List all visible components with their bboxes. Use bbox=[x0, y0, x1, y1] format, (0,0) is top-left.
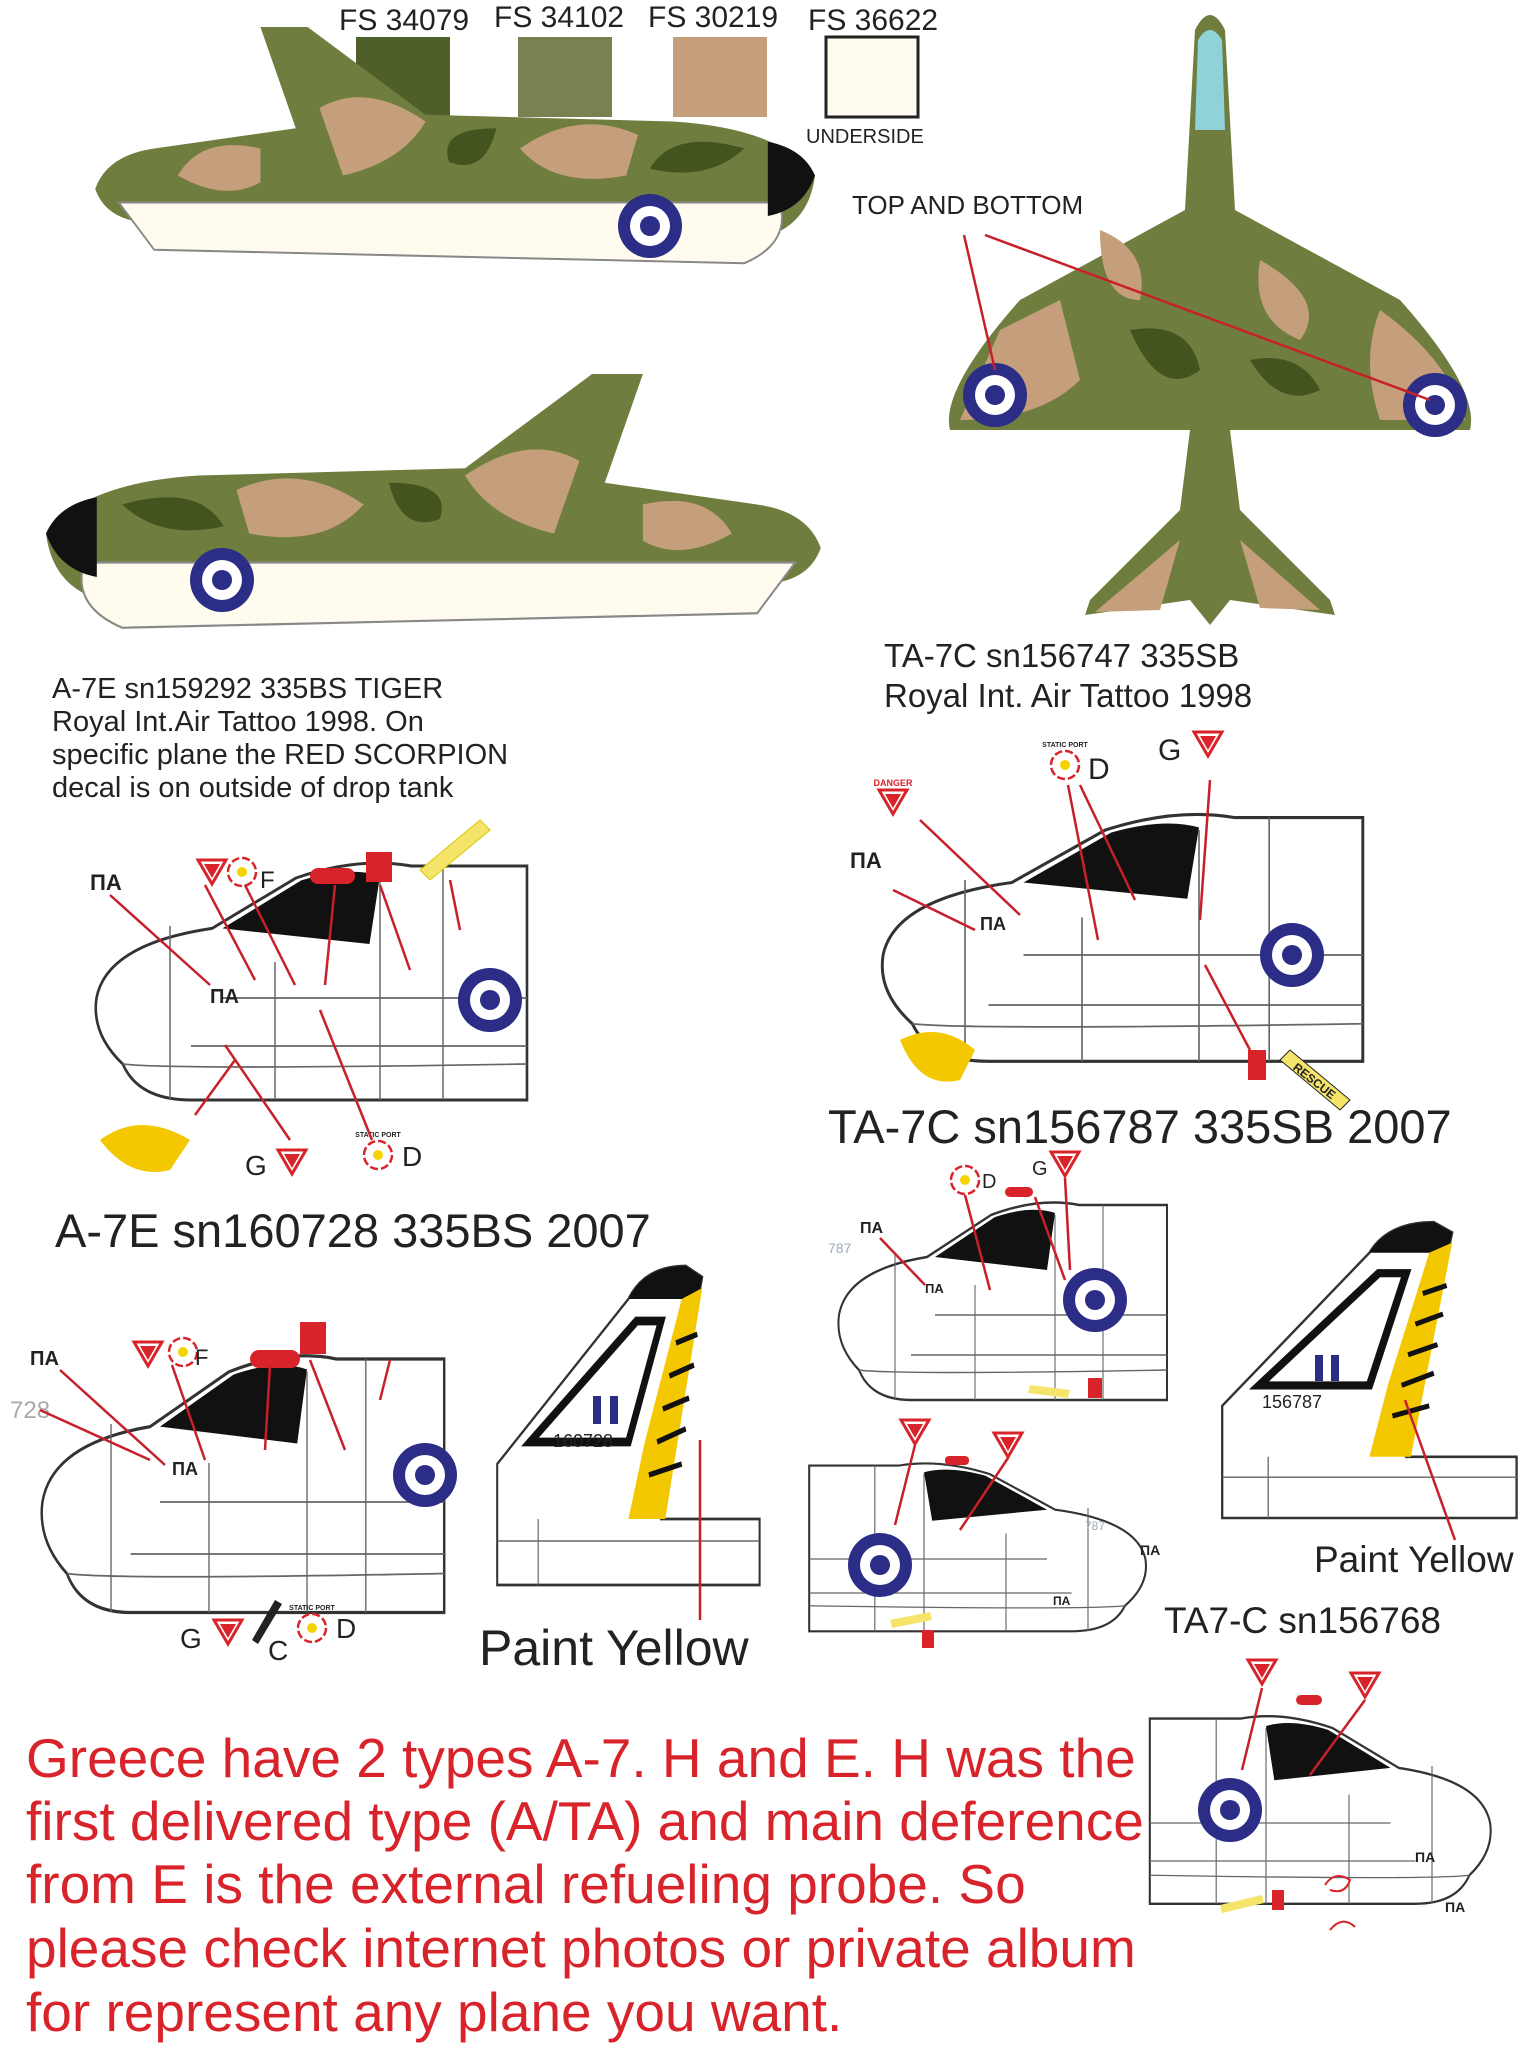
a7e-1998-caption: A-7E sn159292 335BS TIGER Royal Int.Air … bbox=[52, 673, 508, 804]
swatch-fs34102 bbox=[518, 37, 612, 117]
ta7c-2007-tail bbox=[1222, 1222, 1516, 1518]
svg-text:ΠΑ: ΠΑ bbox=[90, 870, 122, 895]
svg-text:D: D bbox=[982, 1171, 996, 1193]
roundel-icon bbox=[1403, 373, 1467, 437]
svg-text:D: D bbox=[336, 1613, 356, 1644]
svg-text:decal is on outside of drop ta: decal is on outside of drop tank bbox=[52, 772, 454, 804]
danger-label: DANGER bbox=[873, 778, 913, 788]
svg-text:ΠΑ: ΠΑ bbox=[860, 1220, 884, 1237]
static-port-label: STATIC PORT bbox=[355, 1132, 401, 1139]
roundel-icon bbox=[190, 548, 254, 612]
swatch-label: FS 30219 bbox=[648, 1, 778, 34]
svg-text:ΠΑ: ΠΑ bbox=[850, 848, 882, 873]
svg-text:787: 787 bbox=[1085, 1519, 1105, 1533]
svg-text:G: G bbox=[245, 1150, 267, 1181]
svg-text:ΠΑ: ΠΑ bbox=[172, 1459, 198, 1479]
roundel-icon bbox=[393, 1443, 457, 1507]
roundel-icon bbox=[458, 968, 522, 1032]
a7e-2007-tail bbox=[497, 1266, 759, 1585]
svg-text:Greece have 2 types A-7. H and: Greece have 2 types A-7. H and E. H was … bbox=[26, 1727, 1136, 1789]
top-view-caption: TOP AND BOTTOM bbox=[852, 190, 1083, 220]
svg-text:F: F bbox=[195, 1345, 208, 1370]
svg-text:ΠΑ: ΠΑ bbox=[1053, 1594, 1071, 1608]
svg-text:G: G bbox=[1032, 1158, 1048, 1180]
svg-text:RESCUE: RESCUE bbox=[1290, 1060, 1338, 1102]
tail-number: 156787 bbox=[1262, 1392, 1322, 1412]
svg-text:ΠΑ: ΠΑ bbox=[980, 914, 1006, 934]
a7e-2007-title: A-7E sn160728 335BS 2007 bbox=[55, 1204, 651, 1257]
static-port-label: STATIC PORT bbox=[289, 1605, 335, 1612]
svg-text:ΠΑ: ΠΑ bbox=[1445, 1899, 1465, 1915]
roundel-icon bbox=[1198, 1778, 1262, 1842]
svg-text:F: F bbox=[260, 867, 275, 894]
paint-yellow-note: Paint Yellow bbox=[479, 1620, 750, 1676]
svg-text:D: D bbox=[1088, 753, 1110, 786]
ta7c-2007-nose-right-side: 787 ΠΑ ΠΑ bbox=[808, 1418, 1160, 1648]
roundel-icon bbox=[848, 1533, 912, 1597]
a7e-1998-nose-detail: ΠΑ ΠΑ F G STATIC PORT D bbox=[90, 819, 529, 1181]
svg-text:787: 787 bbox=[828, 1240, 852, 1256]
svg-text:ΠΑ: ΠΑ bbox=[1415, 1849, 1435, 1865]
tail-number: 160728 bbox=[553, 1431, 613, 1451]
svg-text:ΠΑ: ΠΑ bbox=[1140, 1542, 1160, 1558]
ta7c-156768-nose-detail: ΠΑ ΠΑ bbox=[1148, 1658, 1492, 1931]
roundel-icon bbox=[963, 363, 1027, 427]
paint-yellow-note: Paint Yellow bbox=[1314, 1539, 1514, 1580]
svg-text:Royal Int.Air Tattoo 1998. On: Royal Int.Air Tattoo 1998. On bbox=[52, 706, 424, 738]
svg-text:ΠΑ: ΠΑ bbox=[210, 986, 239, 1008]
svg-text:ΠΑ: ΠΑ bbox=[925, 1281, 944, 1296]
color-swatches: FS 34079 FS 34102 FS 30219 FS 36622 UNDE… bbox=[339, 1, 938, 148]
svg-text:first delivered type (A/TA) an: first delivered type (A/TA) and main def… bbox=[26, 1790, 1144, 1852]
svg-text:C: C bbox=[268, 1635, 288, 1666]
svg-text:specific plane the RED SCORPIO: specific plane the RED SCORPION bbox=[52, 739, 508, 771]
ta7c-2007-nose-detail: 787 ΠΑ ΠΑ D G bbox=[828, 1150, 1169, 1402]
swatch-label: FS 34079 bbox=[339, 4, 469, 37]
swatch-label: FS 36622 bbox=[808, 4, 938, 37]
static-port-label: STATIC PORT bbox=[1042, 742, 1088, 749]
ta7c-156768-title: TA7-C sn156768 bbox=[1164, 1600, 1441, 1641]
svg-text:for represent any plane you wa: for represent any plane you want. bbox=[26, 1981, 842, 2043]
svg-text:G: G bbox=[1158, 734, 1181, 767]
svg-text:from E is the external refueli: from E is the external refueling probe. … bbox=[26, 1853, 1026, 1915]
swatch-label: FS 34102 bbox=[494, 1, 624, 34]
ta7c-1998-caption: TA-7C sn156747 335SB bbox=[884, 637, 1239, 674]
svg-text:D: D bbox=[402, 1141, 422, 1172]
ta7c-2007-title: TA-7C sn156787 335SB 2007 bbox=[828, 1100, 1452, 1153]
ta7c-1998-caption: Royal Int. Air Tattoo 1998 bbox=[884, 677, 1252, 714]
swatch-fs36622 bbox=[824, 35, 920, 119]
a7e-2007-nose-detail: ΠΑ 728 ΠΑ F G C STATIC PORT D bbox=[10, 1322, 457, 1666]
swatch-fs30219 bbox=[673, 37, 767, 117]
ta7c-1998-nose-detail: ΠΑ ΠΑ DANGER STATIC PORT D G RESCUE bbox=[850, 730, 1365, 1111]
svg-text:ΠΑ: ΠΑ bbox=[30, 1348, 59, 1370]
roundel-icon bbox=[618, 194, 682, 258]
note-text: Greece have 2 types A-7. H and E. H was … bbox=[26, 1727, 1144, 2043]
a7e-profile-lower bbox=[44, 372, 822, 629]
roundel-icon bbox=[1260, 923, 1324, 987]
roundel-icon bbox=[1063, 1268, 1127, 1332]
ta7c-top-view: TOP AND BOTTOM bbox=[852, 15, 1472, 625]
svg-text:G: G bbox=[180, 1623, 202, 1654]
swatch-note: UNDERSIDE bbox=[806, 126, 924, 148]
svg-text:please check internet photos o: please check internet photos or private … bbox=[26, 1917, 1136, 1979]
svg-text:A-7E sn159292 335BS TIGER: A-7E sn159292 335BS TIGER bbox=[52, 673, 443, 705]
